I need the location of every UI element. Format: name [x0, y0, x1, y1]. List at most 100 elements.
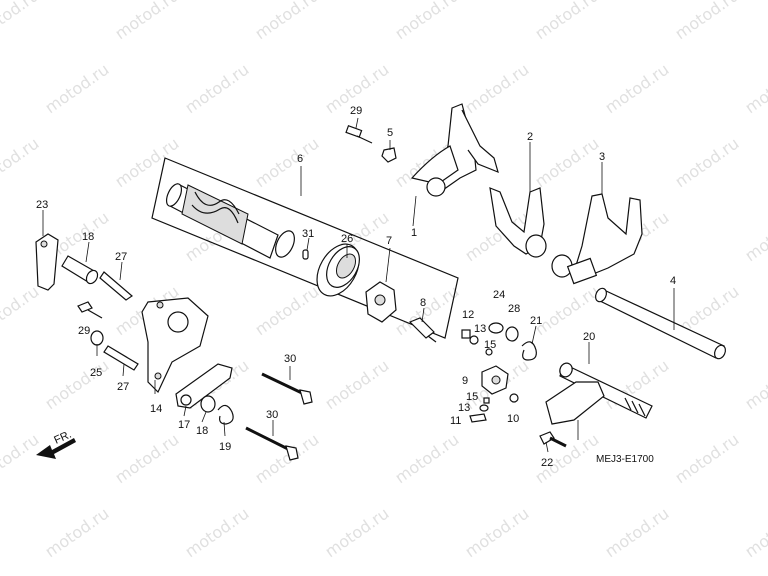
washer-24	[488, 322, 504, 334]
watermark-text: motod.ru	[251, 0, 322, 43]
callout-4: 4	[670, 275, 676, 287]
watermark-text: motod.ru	[741, 60, 768, 118]
bolt-29-top	[345, 125, 373, 144]
roller	[200, 395, 216, 413]
shift-fork-3	[551, 193, 643, 285]
callout-14: 14	[150, 403, 162, 415]
callout-13-lower: 13	[458, 402, 470, 414]
spring-15a	[485, 348, 493, 356]
watermark-text: motod.ru	[671, 0, 742, 43]
shift-drum-box	[151, 157, 459, 339]
watermark-layer: motod.ru motod.ru motod.ru motod.ru motod.ru…	[0, 0, 768, 561]
watermark-text: motod.ru	[531, 0, 602, 43]
collar-12	[461, 329, 471, 339]
callout-30-lower: 30	[266, 409, 278, 421]
watermark-text: motod.ru	[321, 504, 392, 562]
callout-layer: 6 29 5 1 2 3 4 26 31 7 8 23 18 27 29 25 …	[36, 105, 676, 469]
callout-24: 24	[493, 289, 505, 301]
callout-6: 6	[297, 153, 303, 165]
watermark-text: motod.ru	[111, 0, 182, 43]
spacer-13a	[469, 335, 479, 345]
callout-30-top: 30	[284, 353, 296, 365]
watermark-text: motod.ru	[741, 504, 768, 562]
collar-18	[61, 255, 99, 285]
spring-15b	[483, 397, 490, 404]
watermark-text: motod.ru	[671, 430, 742, 488]
callout-22: 22	[541, 457, 553, 469]
watermark-text: motod.ru	[251, 430, 322, 488]
callout-13-top: 13	[474, 323, 486, 335]
watermark-text: motod.ru	[0, 430, 42, 488]
watermark-text: motod.ru	[601, 60, 672, 118]
callout-27-top: 27	[115, 251, 127, 263]
watermark-text: motod.ru	[391, 0, 462, 43]
callout-21: 21	[530, 315, 542, 327]
callout-26: 26	[341, 233, 353, 245]
collar-28	[505, 326, 519, 342]
watermark-text: motod.ru	[0, 282, 42, 340]
bolt-30-lower	[245, 426, 299, 461]
shift-fork-1	[410, 103, 499, 197]
callout-11: 11	[450, 415, 461, 427]
callout-31: 31	[302, 228, 314, 240]
callout-28: 28	[508, 303, 520, 315]
watermark-text: motod.ru	[391, 430, 462, 488]
watermark-text: motod.ru	[0, 134, 42, 192]
watermark-text: motod.ru	[0, 0, 42, 43]
callout-18-lower: 18	[196, 425, 208, 437]
callout-25: 25	[90, 367, 102, 379]
watermark-text: motod.ru	[41, 504, 112, 562]
drum-center	[365, 281, 397, 323]
ratchet-9	[481, 365, 509, 395]
callout-29-left: 29	[78, 325, 90, 337]
callout-7: 7	[386, 235, 392, 247]
callout-20: 20	[583, 331, 595, 343]
callout-8: 8	[420, 297, 426, 309]
callout-29-top: 29	[350, 105, 362, 117]
shift-fork-2	[489, 187, 547, 258]
callout-9: 9	[462, 375, 468, 387]
shift-drum	[165, 183, 295, 259]
watermark-text: motod.ru	[741, 208, 768, 266]
watermark-text: motod.ru	[601, 504, 672, 562]
plate-11	[469, 413, 487, 423]
watermark-text: motod.ru	[531, 134, 602, 192]
diagram-code: MEJ3-E1700	[596, 454, 654, 465]
spring-21	[521, 341, 537, 361]
callout-18-top: 18	[82, 231, 94, 243]
callout-1: 1	[411, 227, 417, 239]
watermark-text: motod.ru	[461, 60, 532, 118]
watermark-text: motod.ru	[461, 504, 532, 562]
watermark-text: motod.ru	[181, 504, 252, 562]
callout-10: 10	[507, 413, 519, 425]
callout-3: 3	[599, 151, 605, 163]
callout-5: 5	[387, 127, 393, 139]
guide-plate	[141, 297, 209, 394]
watermark-text: motod.ru	[111, 430, 182, 488]
shift-arm-17	[175, 363, 233, 409]
callout-12: 12	[462, 309, 474, 321]
watermark-text: motod.ru	[181, 60, 252, 118]
plate	[381, 147, 397, 163]
callout-15-lower: 15	[466, 391, 478, 403]
stopper-arm	[35, 233, 59, 291]
watermark-text: motod.ru	[111, 134, 182, 192]
callout-27-lower: 27	[117, 381, 129, 393]
bolt-8	[408, 317, 437, 343]
bolt-29-left	[77, 301, 103, 319]
watermark-text: motod.ru	[741, 356, 768, 414]
callout-17: 17	[178, 419, 190, 431]
watermark-text: motod.ru	[321, 356, 392, 414]
gearshift-spindle	[545, 362, 653, 425]
bolt-22	[539, 431, 567, 448]
front-arrow-icon	[36, 438, 76, 459]
bearing	[316, 243, 360, 297]
watermark-text: motod.ru	[41, 60, 112, 118]
fork-shaft	[594, 287, 727, 360]
callout-2: 2	[527, 131, 533, 143]
callout-19: 19	[219, 441, 231, 453]
watermark-text: motod.ru	[41, 356, 112, 414]
callout-15-top: 15	[484, 339, 496, 351]
watermark-text: motod.ru	[251, 282, 322, 340]
